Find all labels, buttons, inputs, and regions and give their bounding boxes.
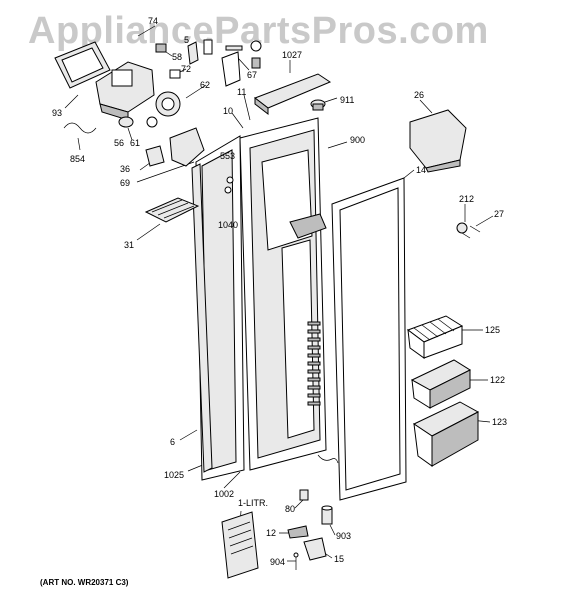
callout-125: 125 bbox=[485, 325, 501, 335]
part-122-bin bbox=[410, 359, 472, 409]
part-900-door-rows bbox=[307, 321, 321, 406]
part-14-gasket bbox=[331, 177, 407, 501]
part-900-door bbox=[239, 117, 327, 471]
callout-123: 123 bbox=[492, 417, 508, 427]
callout-6: 6 bbox=[170, 437, 176, 447]
callout-14: 14 bbox=[416, 165, 427, 175]
part-31-shelf bbox=[144, 197, 200, 223]
callout-69: 69 bbox=[120, 178, 131, 188]
part-duct-housing bbox=[95, 61, 155, 121]
callout-36: 36 bbox=[120, 164, 131, 174]
part-bottom-hardware bbox=[287, 489, 333, 570]
callout-904: 904 bbox=[270, 557, 286, 567]
callout-900: 900 bbox=[350, 135, 366, 145]
part-911-cap bbox=[310, 99, 326, 111]
callout-62: 62 bbox=[200, 80, 211, 90]
callout-212: 212 bbox=[459, 194, 475, 204]
callout-61: 61 bbox=[130, 138, 141, 148]
callout-74: 74 bbox=[148, 16, 159, 26]
callout-12: 12 bbox=[266, 528, 277, 538]
art-number: (ART NO. WR20371 C3) bbox=[40, 578, 129, 587]
callout-31: 31 bbox=[124, 240, 135, 250]
part-1027-bar bbox=[253, 73, 332, 116]
callout-80: 80 bbox=[285, 504, 296, 514]
callout-93: 93 bbox=[52, 108, 63, 118]
callout-27: 27 bbox=[494, 209, 505, 219]
part-small-top-pieces bbox=[155, 39, 262, 87]
part-62-fan bbox=[155, 91, 181, 117]
callout-1002: 1002 bbox=[214, 489, 235, 499]
part-93-panel bbox=[54, 41, 111, 89]
callout-1040: 1040 bbox=[218, 220, 239, 230]
callout-903: 903 bbox=[336, 531, 352, 541]
callout-1-litr: 1-LITR. bbox=[238, 498, 269, 508]
part-26-cover bbox=[409, 109, 467, 173]
part-123-bin bbox=[412, 401, 480, 467]
part-wire-lead bbox=[317, 454, 339, 464]
callout-553: 553 bbox=[220, 151, 236, 161]
callout-11: 11 bbox=[237, 87, 247, 97]
part-125-wire-bin bbox=[406, 315, 464, 359]
callout-58: 58 bbox=[172, 52, 183, 62]
part-553-screws bbox=[224, 176, 234, 194]
part-212-27-screws bbox=[456, 222, 481, 239]
callout-67: 67 bbox=[247, 70, 258, 80]
part-left-components bbox=[63, 116, 205, 167]
callout-56: 56 bbox=[114, 138, 125, 148]
callout-5: 5 bbox=[184, 35, 190, 45]
callout-911: 911 bbox=[340, 95, 355, 105]
callout-122: 122 bbox=[490, 375, 506, 385]
callout-15: 15 bbox=[334, 554, 345, 564]
callout-26: 26 bbox=[414, 90, 425, 100]
callout-10: 10 bbox=[223, 106, 234, 116]
callout-854: 854 bbox=[70, 154, 86, 164]
part-6-strip bbox=[191, 163, 213, 473]
callout-72: 72 bbox=[181, 64, 192, 74]
callout-1027: 1027 bbox=[282, 50, 303, 60]
leader-lines bbox=[64, 25, 494, 562]
part-owner-manual bbox=[221, 511, 259, 579]
callout-1025: 1025 bbox=[164, 470, 185, 480]
